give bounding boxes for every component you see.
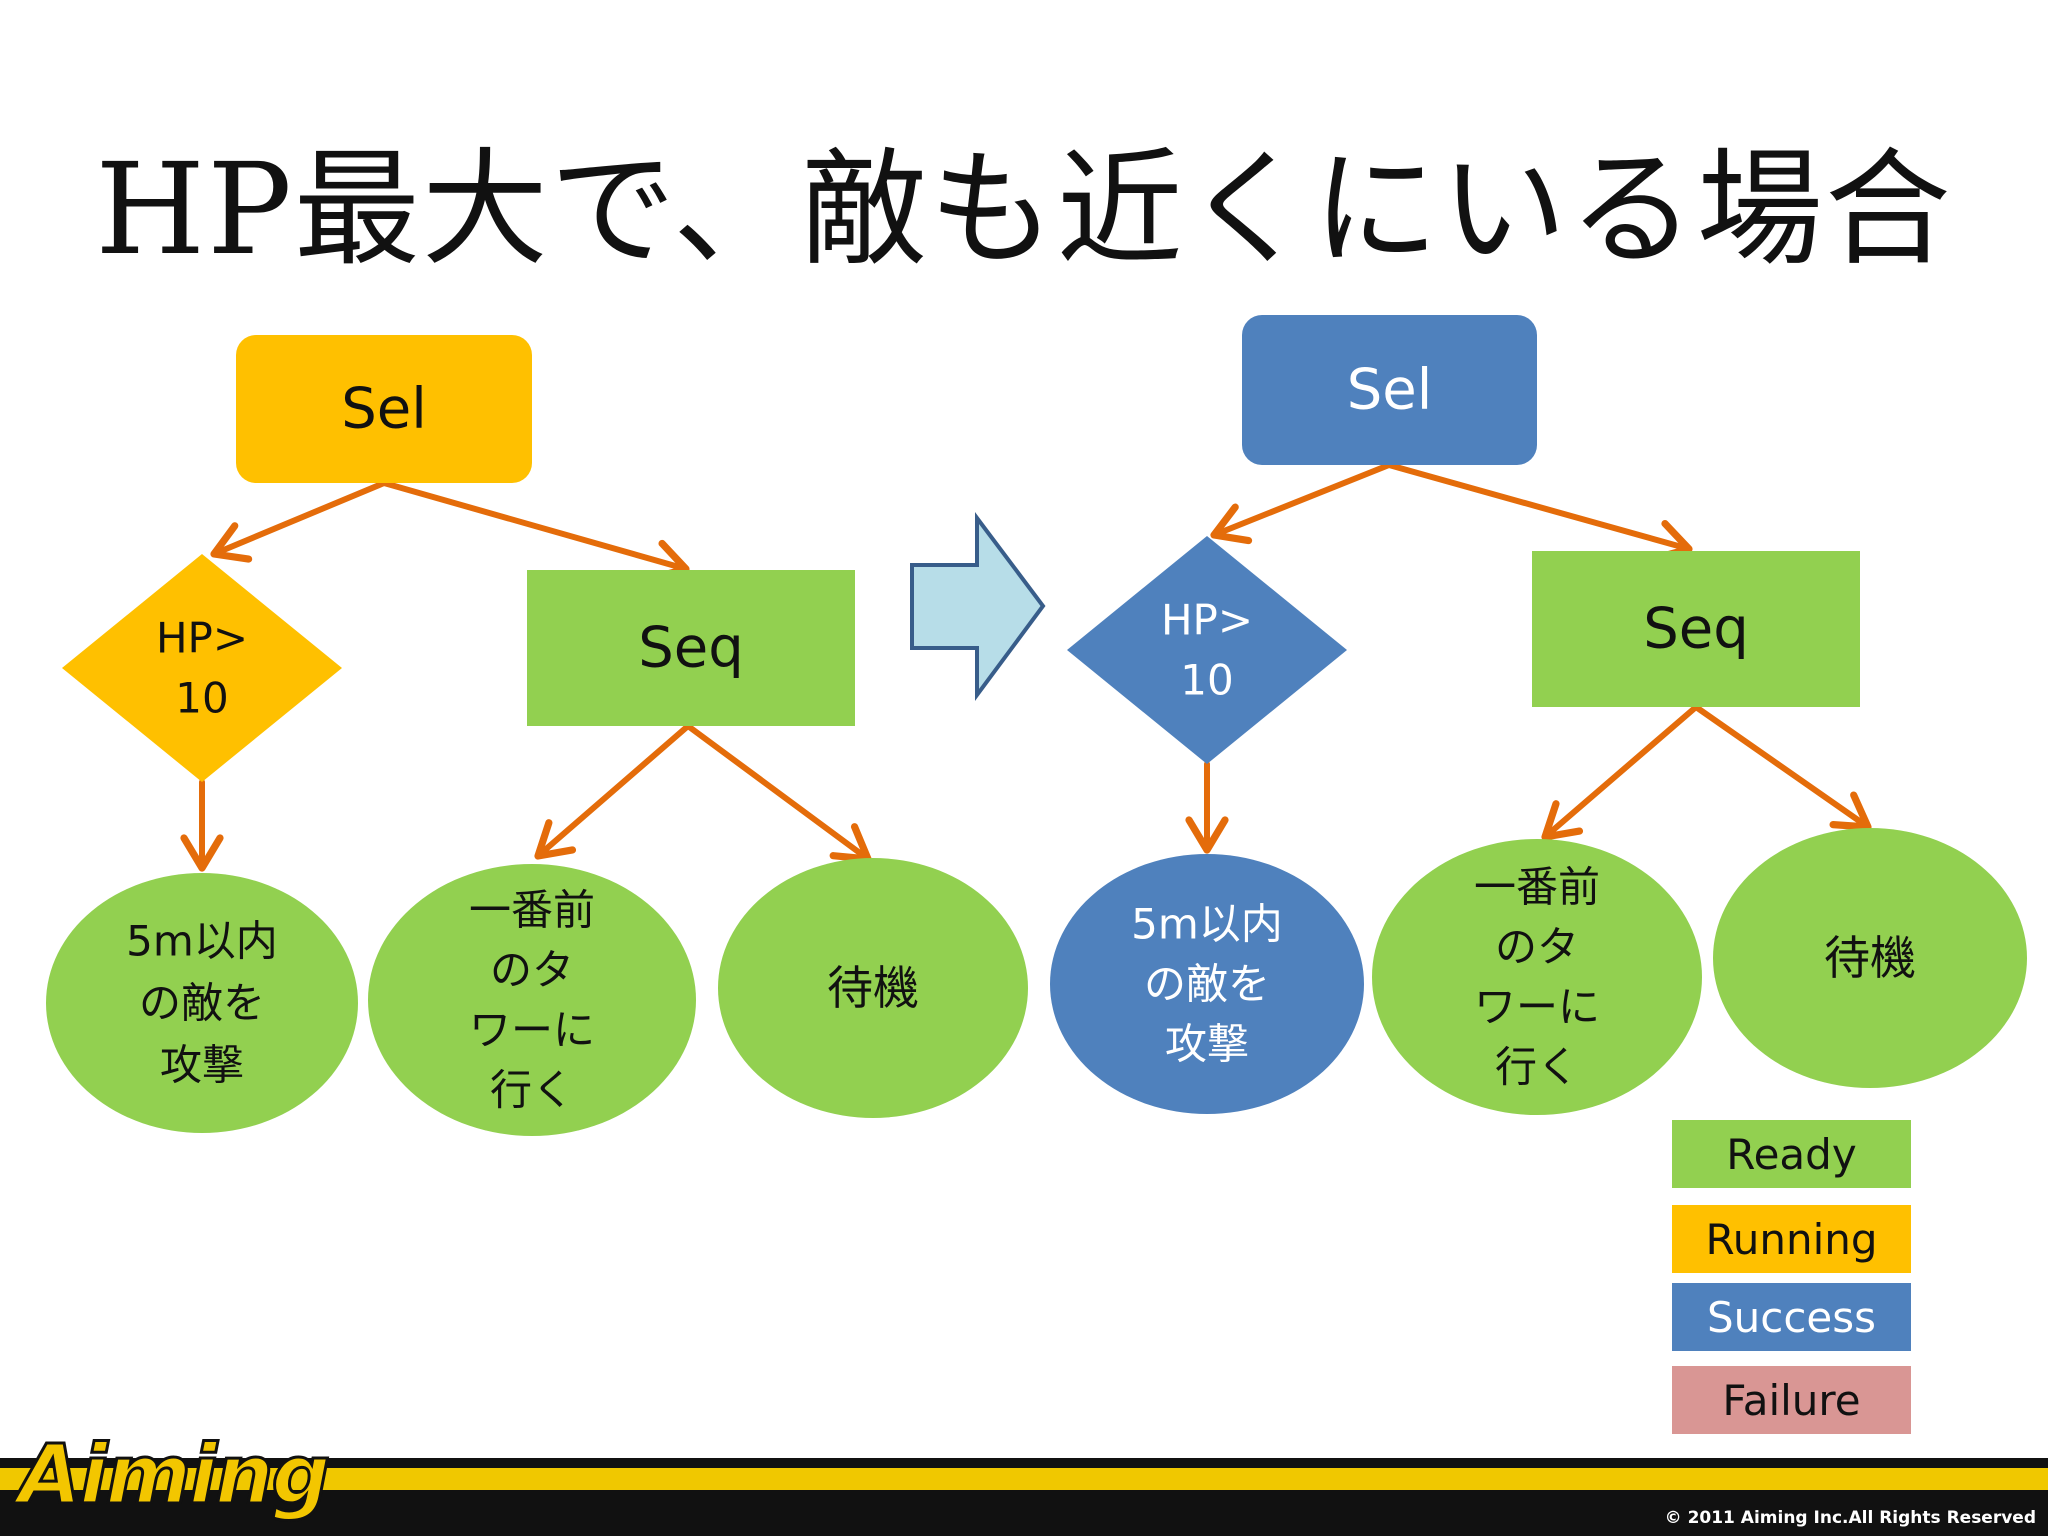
legend-label: Running xyxy=(1705,1214,1878,1264)
footer-stripe xyxy=(0,1468,2048,1490)
selector-node: Sel xyxy=(1242,315,1537,465)
selector-node: Sel xyxy=(236,335,532,483)
sequence-node: Seq xyxy=(1532,551,1860,707)
tree-edge-arrow xyxy=(1386,462,1693,562)
legend-running: Running xyxy=(1672,1205,1911,1273)
wait-node-label: 待機 xyxy=(1824,931,1916,985)
tree-edge-arrow xyxy=(381,480,690,582)
selector-node-shape xyxy=(1242,315,1537,465)
legend-label: Failure xyxy=(1722,1375,1861,1425)
attack-enemy-node-label: 5m以内 xyxy=(1131,900,1283,949)
tree-edge-arrow xyxy=(1541,704,1699,841)
hp-condition-node-shape xyxy=(62,554,342,782)
legend-label: Success xyxy=(1706,1292,1877,1342)
legend-failure: Failure xyxy=(1672,1366,1911,1434)
go-to-tower-node-label: 行く xyxy=(490,1066,574,1115)
hp-condition-node-shape xyxy=(1067,536,1347,764)
go-to-tower-node-label: ワーに xyxy=(469,1006,595,1055)
sequence-node-label: Seq xyxy=(1643,597,1749,662)
wait-node: 待機 xyxy=(1713,828,2027,1088)
tree-edges xyxy=(180,462,1872,872)
selector-node-label: Sel xyxy=(341,377,427,442)
go-to-tower-node-label: のタ xyxy=(490,946,574,995)
hp-condition-node-label: HP> xyxy=(1161,596,1253,645)
go-to-tower-node-label: ワーに xyxy=(1474,983,1600,1032)
aiming-logo: Aiming xyxy=(16,1427,331,1525)
selector-node-label: Sel xyxy=(1347,358,1433,423)
tree-edge-arrow xyxy=(1693,704,1872,831)
hp-condition-node-label: 10 xyxy=(175,674,228,723)
attack-enemy-node-shape xyxy=(1050,854,1364,1114)
go-to-tower-node-label: 行く xyxy=(1495,1043,1579,1092)
tree-edge-arrow xyxy=(685,723,872,863)
tree-nodes: SelHP>10Seq5m以内の敵を攻撃一番前のタワーに行く待機SelHP>10… xyxy=(46,315,2027,1136)
legend-label: Ready xyxy=(1726,1129,1857,1179)
wait-node-shape xyxy=(718,858,1028,1118)
sequence-node-label: Seq xyxy=(638,616,744,681)
hp-condition-node: HP> 10 xyxy=(62,554,342,782)
footer-bar xyxy=(0,1490,2048,1536)
go-to-tower-node-label: 一番前 xyxy=(1474,863,1600,912)
tree-edge-arrow xyxy=(1210,462,1392,545)
go-to-tower-node-label: 一番前 xyxy=(469,886,595,935)
go-to-tower-node-shape xyxy=(368,864,696,1136)
selector-node-shape xyxy=(236,335,532,483)
legend-ready: Ready xyxy=(1672,1120,1911,1188)
wait-node-label: 待機 xyxy=(827,961,919,1015)
sequence-node: Seq xyxy=(527,570,855,726)
attack-enemy-node-label: の敵を xyxy=(139,979,265,1028)
tree-edge-arrow xyxy=(534,723,691,860)
hp-condition-node-label: HP> xyxy=(156,614,248,663)
attack-enemy-node-label: 攻撃 xyxy=(160,1041,244,1090)
legend-success: Success xyxy=(1672,1283,1911,1351)
attack-enemy-node-label: の敵を xyxy=(1144,960,1270,1009)
attack-enemy-node-label: 5m以内 xyxy=(126,917,278,966)
sequence-node-shape xyxy=(1532,551,1860,707)
go-to-tower-node-shape xyxy=(1372,839,1702,1115)
sequence-node-shape xyxy=(527,570,855,726)
copyright-text: © 2011 Aiming Inc.All Rights Reserved xyxy=(1664,1508,2036,1528)
attack-enemy-node-shape xyxy=(46,873,358,1133)
attack-enemy-node-label: 攻撃 xyxy=(1165,1020,1249,1069)
wait-node: 待機 xyxy=(718,858,1028,1118)
transition-arrow xyxy=(910,512,1046,702)
tree-edge-arrow xyxy=(210,480,387,563)
go-to-tower-node-label: のタ xyxy=(1495,923,1579,972)
hp-condition-node: HP> 10 xyxy=(1067,536,1347,764)
slide-title: HP最大で、敵も近くにいる場合 xyxy=(95,136,1953,283)
hp-condition-node-label: 10 xyxy=(1180,656,1233,705)
footer-rule xyxy=(0,1458,2048,1468)
wait-node-shape xyxy=(1713,828,2027,1088)
